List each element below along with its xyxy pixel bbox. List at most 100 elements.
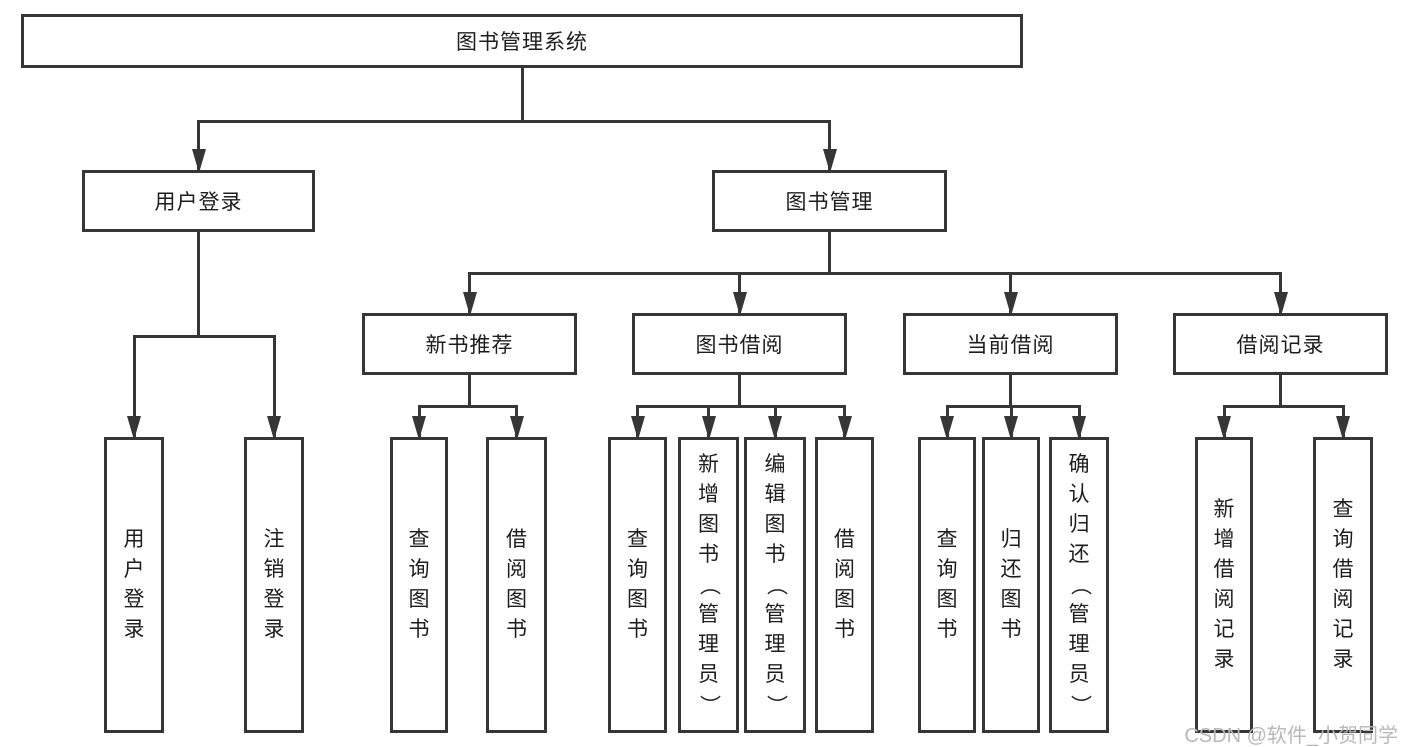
arrowhead-down-icon [509,416,524,440]
vertical-char: 新 [1213,498,1235,521]
vertical-char: 录 [1213,648,1235,671]
vertical-char: 书 [1000,618,1022,641]
node-current-borrow: 当前借阅 [903,313,1118,375]
node-label: 确认归还（管理员） [1068,450,1091,720]
node-borrow-records: 借阅记录 [1173,313,1388,375]
vertical-char: 员 [1068,663,1090,686]
vertical-char: 阅 [834,558,855,581]
vertical-char: 书 [506,618,527,641]
node-user-login: 用户登录 [82,170,315,232]
connector-bar [417,405,518,408]
connector-bar [132,335,276,338]
node-label: 借阅记录 [1236,334,1325,357]
vertical-char: 查 [1332,498,1354,521]
vertical-char: 询 [408,558,430,581]
node-label: 图书管理 [785,191,874,214]
arrowhead-down-icon [768,416,782,440]
arrowhead-down-icon [822,149,837,173]
arrowhead-down-icon [412,416,426,440]
node-label: 注销登录 [264,525,285,645]
vertical-char: 管 [698,603,719,626]
vertical-char: 图 [627,588,648,611]
node-leaf-query1: 查询图书 [390,437,448,733]
arrowhead-down-icon [1003,292,1018,316]
vertical-char: 增 [698,483,719,506]
vertical-char: 阅 [1213,588,1235,611]
vertical-char: 录 [1332,648,1354,671]
arrowhead-down-icon [462,292,477,316]
vertical-char: 图 [764,513,786,536]
vertical-char: 阅 [1332,588,1354,611]
vertical-char: 图 [408,588,430,611]
vertical-char: 图 [1000,588,1022,611]
node-leaf-login: 用户登录 [104,437,164,733]
vertical-char: 查 [627,528,648,551]
arrowhead-down-icon [267,416,281,440]
arrowhead-down-icon [732,292,747,316]
node-label: 查询借阅记录 [1333,495,1354,675]
node-label: 查询图书 [627,525,648,645]
node-root: 图书管理系统 [21,14,1023,68]
connector-drop [272,335,276,437]
node-label: 用户登录 [124,525,145,645]
vertical-char: 理 [698,633,719,656]
vertical-char: 理 [1068,633,1090,656]
vertical-char: 增 [1213,528,1235,551]
connector-stem [520,68,524,123]
node-leaf-logout: 注销登录 [244,437,304,733]
vertical-char: 阅 [506,558,527,581]
arrowhead-down-icon [1072,416,1086,440]
vertical-char: 查 [936,528,958,551]
node-leaf-query2: 查询图书 [608,437,667,733]
node-leaf-return: 归还图书 [982,437,1040,733]
vertical-char: 认 [1068,483,1090,506]
node-leaf-query3: 查询图书 [918,437,976,733]
node-label: 图书管理系统 [456,31,588,54]
node-label: 借阅图书 [834,525,855,645]
arrowhead-down-icon [1217,416,1231,440]
connector-stem [738,375,741,408]
vertical-char: 理 [764,633,786,656]
vertical-char: 归 [1068,513,1090,536]
node-label: 查询图书 [937,525,958,645]
arrowhead-down-icon [630,416,645,440]
node-label: 归还图书 [1001,525,1022,645]
node-label: 用户登录 [154,191,243,214]
arrowhead-down-icon [191,149,206,173]
vertical-char: 记 [1332,618,1354,641]
vertical-char: 图 [834,588,855,611]
vertical-char: 书 [834,618,855,641]
vertical-char: 录 [263,618,285,641]
vertical-char: 书 [627,618,648,641]
connector-stem [828,232,831,275]
node-leaf-confirm: 确认归还（管理员） [1049,437,1109,733]
connector-bar [468,272,1282,275]
node-label: 新书推荐 [425,334,514,357]
vertical-char: 还 [1068,543,1090,566]
connector-bar [197,120,831,123]
connector-drop [132,335,136,437]
connector-stem [468,375,471,408]
node-label: 图书借阅 [695,334,784,357]
vertical-char: 图 [936,588,958,611]
csdn-watermark: CSDN @软件_小贺同学 [1184,725,1398,747]
vertical-char: 书 [936,618,958,641]
node-label: 借阅图书 [506,525,527,645]
vertical-char: 借 [1332,558,1354,581]
arrowhead-down-icon [1336,416,1350,440]
node-label: 新增图书（管理员） [698,450,721,720]
node-leaf-borrow2: 借阅图书 [815,437,874,733]
vertical-char: 询 [627,558,648,581]
connector-drop [828,120,831,170]
vertical-char: 员 [764,663,786,686]
vertical-char: 录 [123,618,145,641]
vertical-char: 编 [764,453,786,476]
vertical-char: 图 [506,588,527,611]
vertical-char: 归 [1000,528,1022,551]
connector-bar [945,405,1081,408]
vertical-char: 登 [263,588,285,611]
arrowhead-down-icon [1004,416,1018,440]
vertical-char: 查 [408,528,430,551]
vertical-char: 借 [506,528,527,551]
